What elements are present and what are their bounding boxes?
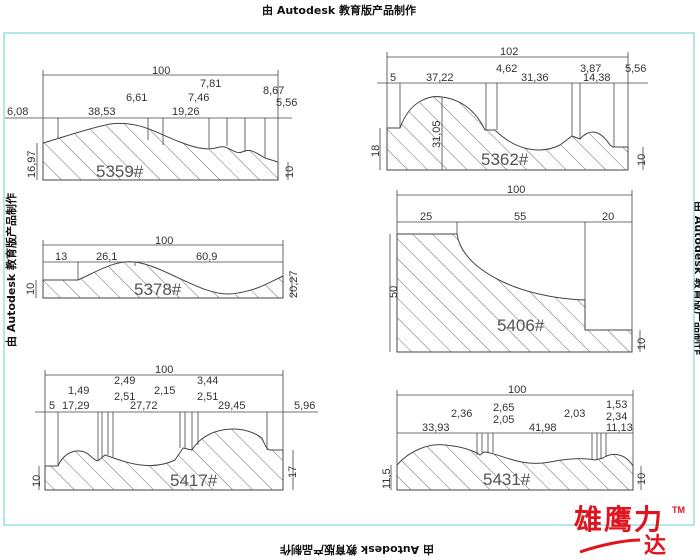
dim-right-height: 10 [636, 338, 648, 350]
dim-left-height: 16,97 [26, 150, 38, 178]
dim: 2,05 [493, 414, 514, 426]
dim: 2,51 [197, 391, 218, 403]
dim: 4,62 [496, 63, 517, 75]
dim-total: 100 [155, 235, 173, 247]
dim: 5,96 [294, 400, 315, 412]
dim: 55 [514, 211, 526, 223]
brand-logo-sub: 达 [644, 533, 667, 559]
profile-label: 5417# [170, 471, 218, 490]
dim: 41,98 [529, 422, 557, 434]
profile-5378: 100 13 26,1 60,9 10 20,27 5378# [25, 235, 300, 299]
dim-right-height: 17 [287, 466, 299, 478]
profile-5431: 100 33,93 2,36 2,65 2,05 41,98 2,03 1,53… [381, 384, 648, 491]
dim: 3,44 [197, 375, 218, 387]
dim: 5 [390, 72, 396, 84]
dim: 2,51 [114, 391, 135, 403]
dim-total: 102 [500, 46, 518, 58]
brand-logo: 雄鹰力 [574, 503, 665, 536]
dim: 17,29 [62, 400, 90, 412]
dim: 6,61 [126, 92, 147, 104]
dim: 2,03 [564, 408, 585, 420]
profile-label: 5431# [483, 470, 531, 489]
dim-left-height: 10 [31, 475, 43, 487]
watermark-top: 由 Autodesk 教育版产品制作 [262, 4, 417, 17]
dim: 31,36 [521, 72, 549, 84]
dim-right-height: 10 [636, 154, 648, 166]
profile-label: 5378# [134, 280, 182, 299]
dim: 5,56 [276, 97, 297, 109]
dim-left-height: 18 [370, 145, 382, 157]
dim: 11,13 [606, 422, 633, 434]
dim-mid-height: 31,05 [431, 120, 443, 148]
dim: 38,53 [88, 106, 116, 118]
dim-total: 100 [155, 364, 173, 376]
profile-5359: 100 6,08 38,53 6,61 19,26 7,46 7,81 8,67… [5, 65, 297, 181]
dim-left-height: 50 [388, 286, 400, 298]
dim: 19,26 [172, 106, 200, 118]
dim: 5,56 [625, 63, 646, 75]
profile-label: 5362# [481, 150, 529, 169]
dim-total: 100 [507, 184, 525, 196]
dim-total: 100 [152, 65, 170, 77]
profile-5406: 100 25 55 20 50 10 5406# [388, 184, 648, 353]
dim: 2,36 [451, 408, 472, 420]
dim: 14,38 [583, 72, 611, 84]
dim: 6,08 [7, 106, 28, 118]
dim-right-height: 20,27 [288, 270, 300, 298]
dim: 20 [602, 211, 614, 223]
dim: 25 [420, 211, 432, 223]
dim: 2,34 [606, 411, 627, 423]
drawing-border [3, 32, 695, 526]
dim: 60,9 [196, 251, 217, 263]
dim: 3,87 [580, 63, 601, 75]
dim-right-height: 10 [636, 473, 648, 485]
profile-label: 5359# [96, 162, 144, 181]
dim: 26,1 [96, 251, 117, 263]
dim: 27,72 [130, 400, 158, 412]
profile-5362: 102 5 37,22 4,62 31,36 3,87 14,38 5,56 1… [370, 46, 648, 171]
dim-left-height: 11,5 [381, 468, 393, 489]
dim: 2,49 [114, 375, 135, 387]
dim-total: 100 [508, 384, 526, 396]
dim: 2,65 [493, 402, 514, 414]
profile-label: 5406# [497, 316, 545, 335]
dim: 37,22 [426, 72, 454, 84]
dim: 7,81 [200, 78, 221, 90]
dim: 1,49 [68, 385, 89, 397]
trademark: TM [672, 505, 685, 515]
logo-swoosh [579, 538, 641, 554]
dim: 7,46 [188, 92, 209, 104]
dim: 1,53 [606, 399, 627, 411]
dim-left-height: 10 [25, 283, 37, 295]
dim: 13 [55, 251, 67, 263]
dim: 33,93 [422, 422, 450, 434]
dim: 8,67 [263, 85, 284, 97]
dim-right-height: 10 [284, 166, 296, 178]
dim: 5 [49, 400, 55, 412]
profile-5417: 100 5 17,29 1,49 2,49 2,51 27,72 2,15 3,… [31, 364, 318, 491]
dim: 29,45 [218, 400, 246, 412]
dim: 2,15 [154, 385, 175, 397]
